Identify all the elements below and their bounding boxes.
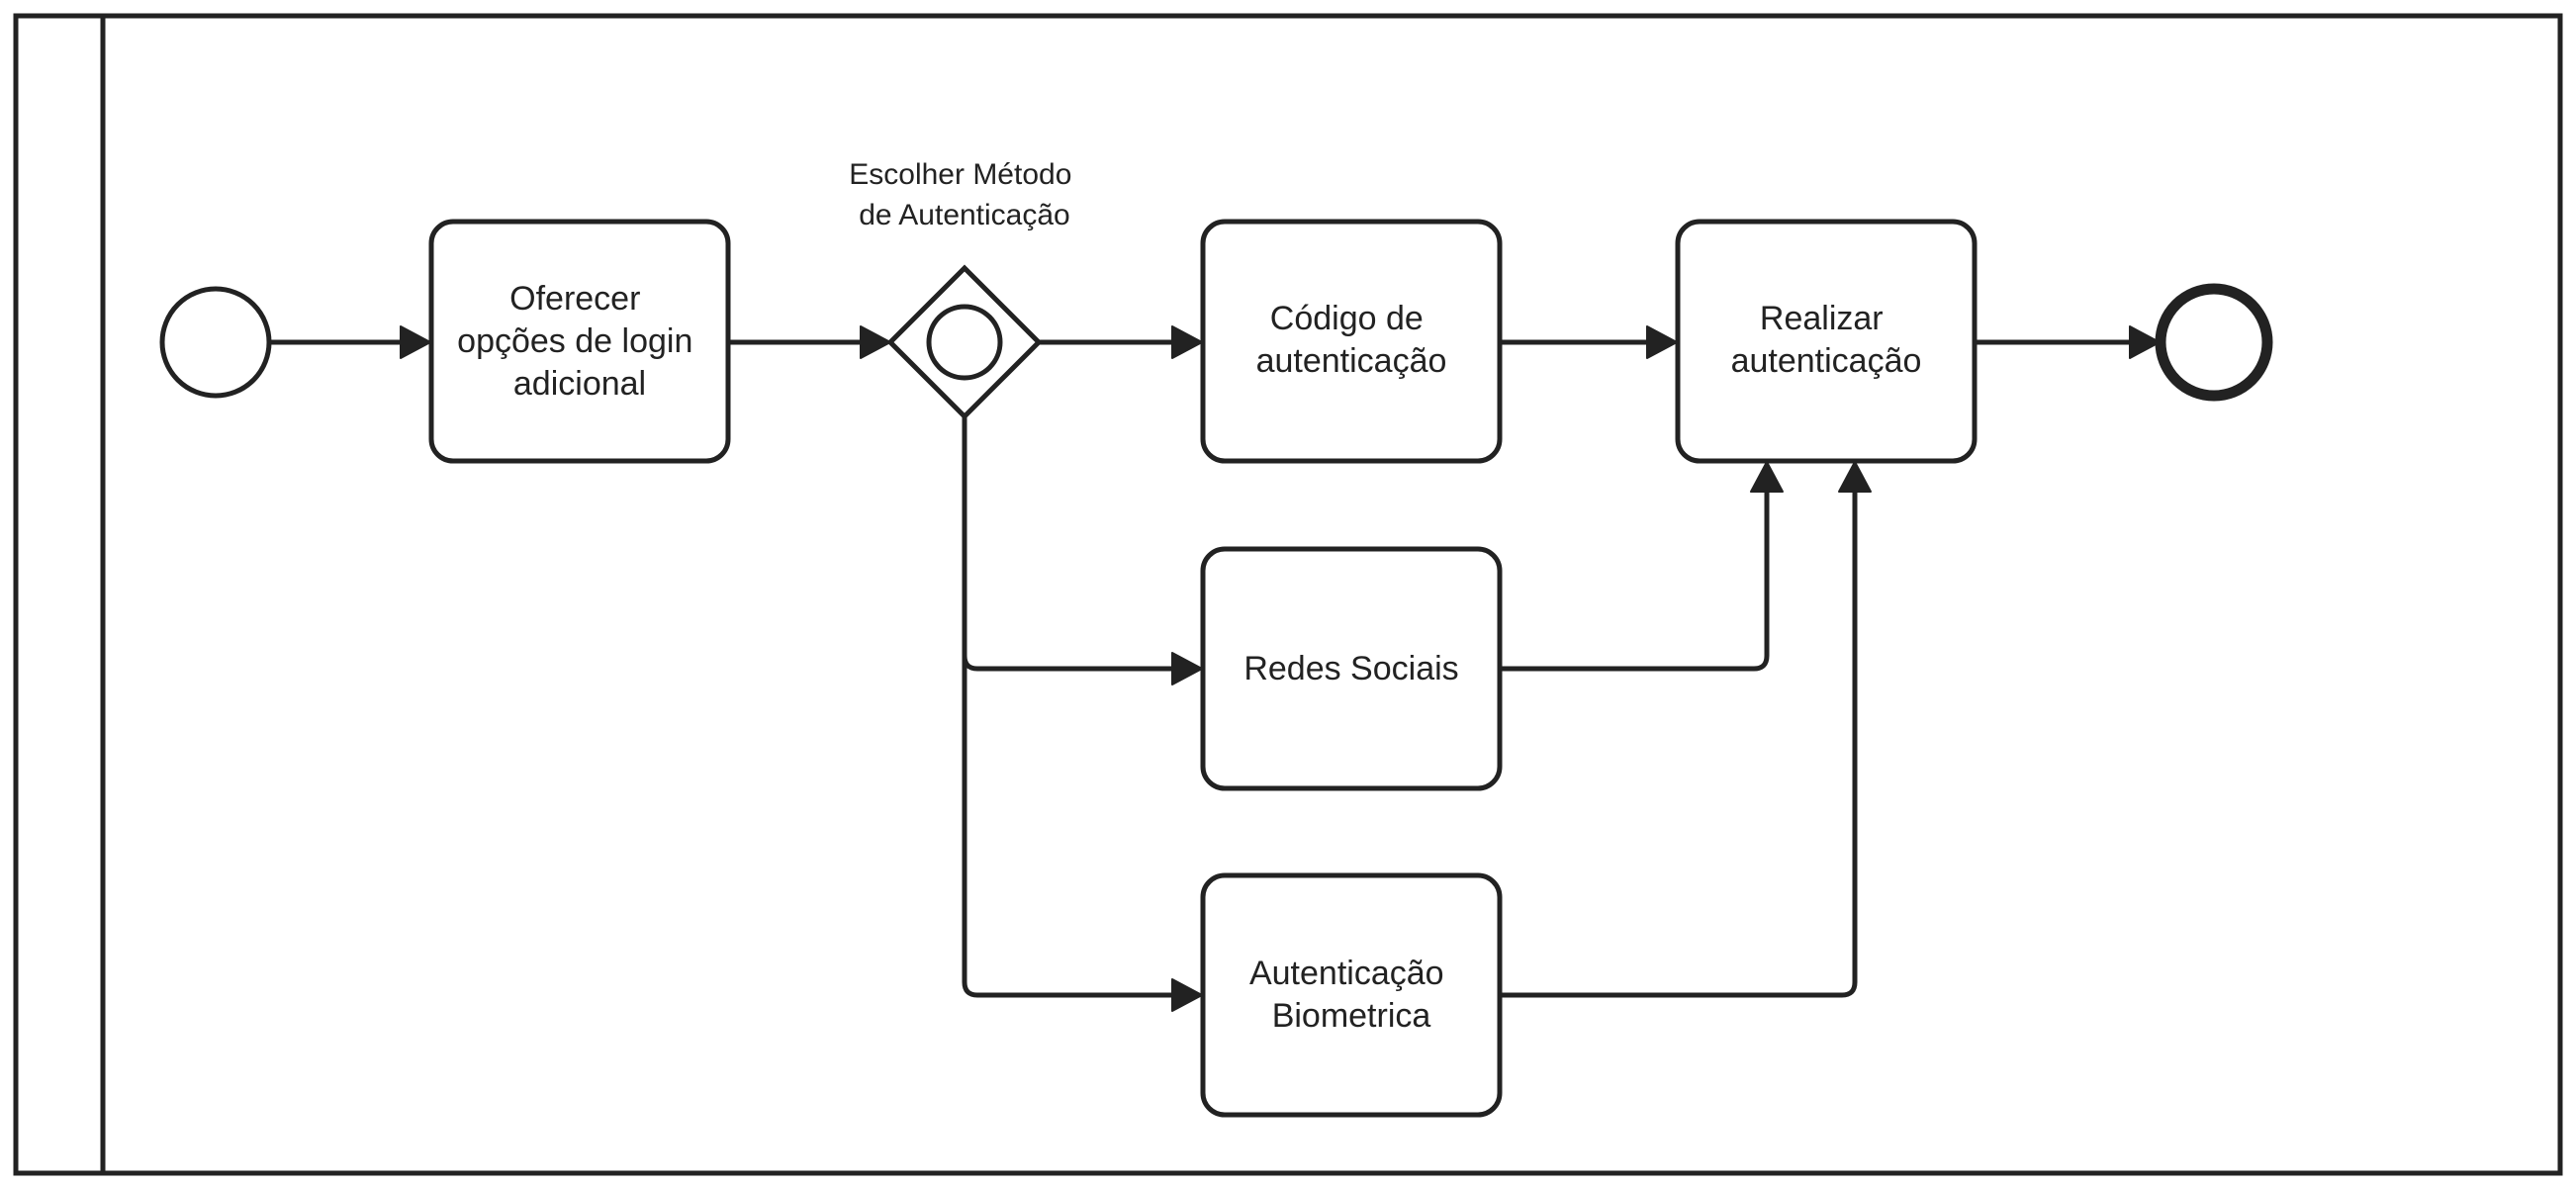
task-box (1200, 546, 1503, 791)
task-label: Autenticação Biometrica (1249, 955, 1453, 1035)
gateway-label: Escolher Método de Autenticação (849, 158, 1079, 231)
task-box (428, 219, 731, 464)
task-biometric-auth: Autenticação Biometrica (1200, 872, 1503, 1118)
task-label-line: autenticação (1731, 342, 1922, 380)
arrowhead-start-to-offer (400, 325, 431, 359)
task-label-line: adicional (513, 365, 646, 403)
flow-gateway-to-biometric (962, 656, 1177, 998)
task-label: Oferecer opções de login adicional (457, 280, 702, 403)
flow-biometric-to-perform (1500, 487, 1858, 998)
task-label-line: autenticação (1256, 342, 1447, 380)
end-event (2155, 283, 2273, 402)
task-box (1200, 872, 1503, 1118)
arrowhead-social-to-perform (1750, 461, 1784, 493)
gateway-choose-auth-method: Escolher Método de Autenticação (849, 158, 1079, 420)
task-label-line: Oferecer (509, 280, 640, 318)
task-label-line: Autenticação (1249, 955, 1444, 992)
task-offer-login-options: Oferecer opções de login adicional (428, 219, 731, 464)
task-label: Redes Sociais (1243, 650, 1458, 687)
end-event-thick-circle-icon (2155, 283, 2273, 402)
task-label-line: Biometrica (1272, 997, 1431, 1035)
arrowhead-perform-to-end (2129, 325, 2161, 359)
gateway-label-line: de Autenticação (859, 199, 1070, 231)
task-label: Código de autenticação (1256, 300, 1447, 380)
task-social-networks: Redes Sociais (1200, 546, 1503, 791)
arrowhead-code-to-perform (1646, 325, 1678, 359)
gateway-event-circle-icon (926, 304, 1003, 381)
task-box (1200, 219, 1503, 464)
task-label: Realizar autenticação (1731, 300, 1922, 380)
start-event (159, 286, 272, 399)
start-event-circle-icon (159, 286, 272, 399)
task-label-line: Redes Sociais (1243, 650, 1458, 687)
flow-social-to-perform (1500, 487, 1770, 672)
task-perform-auth: Realizar autenticação (1675, 219, 1978, 464)
task-label-line: Realizar (1760, 300, 1884, 337)
arrowhead-gateway-to-social (1171, 652, 1203, 685)
arrowhead-biometric-to-perform (1838, 461, 1872, 493)
task-label-line: Código de (1270, 300, 1424, 337)
task-box (1675, 219, 1978, 464)
arrowhead-offer-to-gateway (860, 325, 891, 359)
task-auth-code: Código de autenticação (1200, 219, 1503, 464)
task-label-line: opções de login (457, 322, 692, 360)
arrowhead-gateway-to-code (1171, 325, 1203, 359)
gateway-label-line: Escolher Método (849, 158, 1071, 191)
arrowhead-gateway-to-biometric (1171, 978, 1203, 1012)
sequence-flows (269, 325, 2161, 1012)
